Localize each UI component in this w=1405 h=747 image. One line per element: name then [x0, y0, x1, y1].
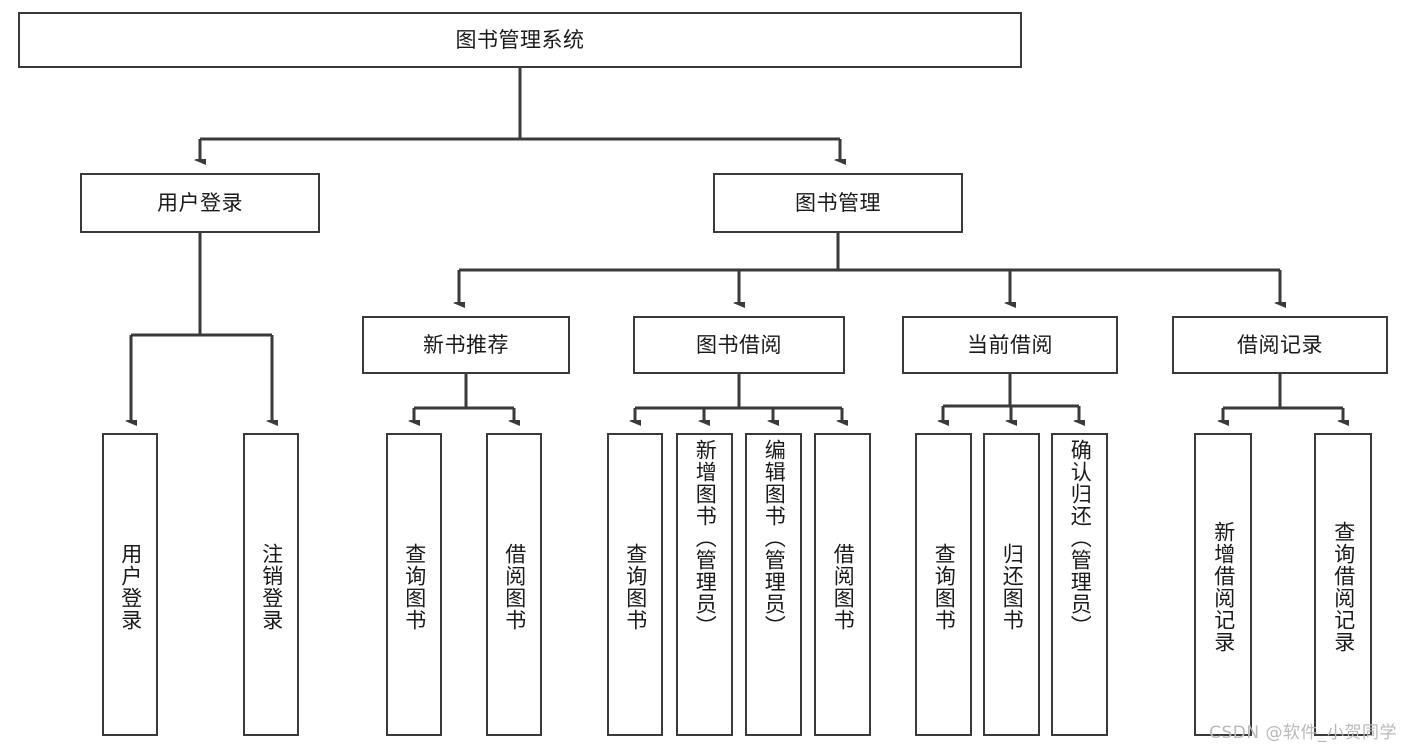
- node-label: 当前借阅: [967, 332, 1053, 357]
- node-label: 用户登录: [157, 190, 243, 215]
- node-label: 图书借阅: [696, 332, 782, 357]
- node-label: 注销登录: [259, 542, 284, 631]
- node-leaf-user-login[interactable]: 用户登录: [102, 433, 158, 736]
- node-leaf-query-book-recommend[interactable]: 查询图书: [386, 433, 442, 736]
- node-leaf-borrow-book-recommend[interactable]: 借阅图书: [486, 433, 542, 736]
- node-label: 图书管理系统: [455, 27, 585, 52]
- node-label: 编辑图书（管理员）: [762, 439, 787, 637]
- node-label: 图书管理: [795, 190, 881, 215]
- node-leaf-edit-book-admin[interactable]: 编辑图书（管理员）: [745, 433, 802, 736]
- node-leaf-query-book-current[interactable]: 查询图书: [915, 433, 972, 736]
- node-leaf-return-book[interactable]: 归还图书: [983, 433, 1040, 736]
- node-new-book-recommend[interactable]: 新书推荐: [362, 316, 570, 374]
- watermark-text: CSDN @软件_小贺同学: [1209, 723, 1397, 743]
- node-borrow-record[interactable]: 借阅记录: [1172, 316, 1388, 374]
- node-leaf-borrow-book[interactable]: 借阅图书: [814, 433, 871, 736]
- node-label: 用户登录: [118, 542, 143, 631]
- node-label: 查询图书: [402, 542, 427, 631]
- node-book-borrow[interactable]: 图书借阅: [633, 316, 845, 374]
- node-label: 确认归还（管理员）: [1068, 439, 1093, 637]
- node-label: 借阅图书: [831, 542, 856, 631]
- node-user-login[interactable]: 用户登录: [80, 173, 320, 233]
- node-label: 新书推荐: [423, 332, 509, 357]
- node-leaf-query-borrow-record[interactable]: 查询借阅记录: [1314, 433, 1372, 736]
- node-leaf-add-borrow-record[interactable]: 新增借阅记录: [1194, 433, 1252, 736]
- node-label: 归还图书: [1000, 542, 1025, 631]
- node-label: 查询图书: [932, 542, 957, 631]
- node-leaf-logout[interactable]: 注销登录: [243, 433, 299, 736]
- node-leaf-query-book-borrow[interactable]: 查询图书: [607, 433, 663, 736]
- node-label: 新增图书（管理员）: [693, 439, 718, 637]
- node-leaf-confirm-return-admin[interactable]: 确认归还（管理员）: [1051, 433, 1108, 736]
- node-current-borrow[interactable]: 当前借阅: [902, 316, 1118, 374]
- node-book-management[interactable]: 图书管理: [713, 173, 963, 233]
- node-label: 查询借阅记录: [1331, 520, 1356, 653]
- node-label: 新增借阅记录: [1211, 520, 1236, 653]
- node-leaf-add-book-admin[interactable]: 新增图书（管理员）: [676, 433, 733, 736]
- node-label: 借阅图书: [502, 542, 527, 631]
- node-book-management-system[interactable]: 图书管理系统: [18, 12, 1022, 68]
- node-label: 查询图书: [623, 542, 648, 631]
- node-label: 借阅记录: [1237, 332, 1323, 357]
